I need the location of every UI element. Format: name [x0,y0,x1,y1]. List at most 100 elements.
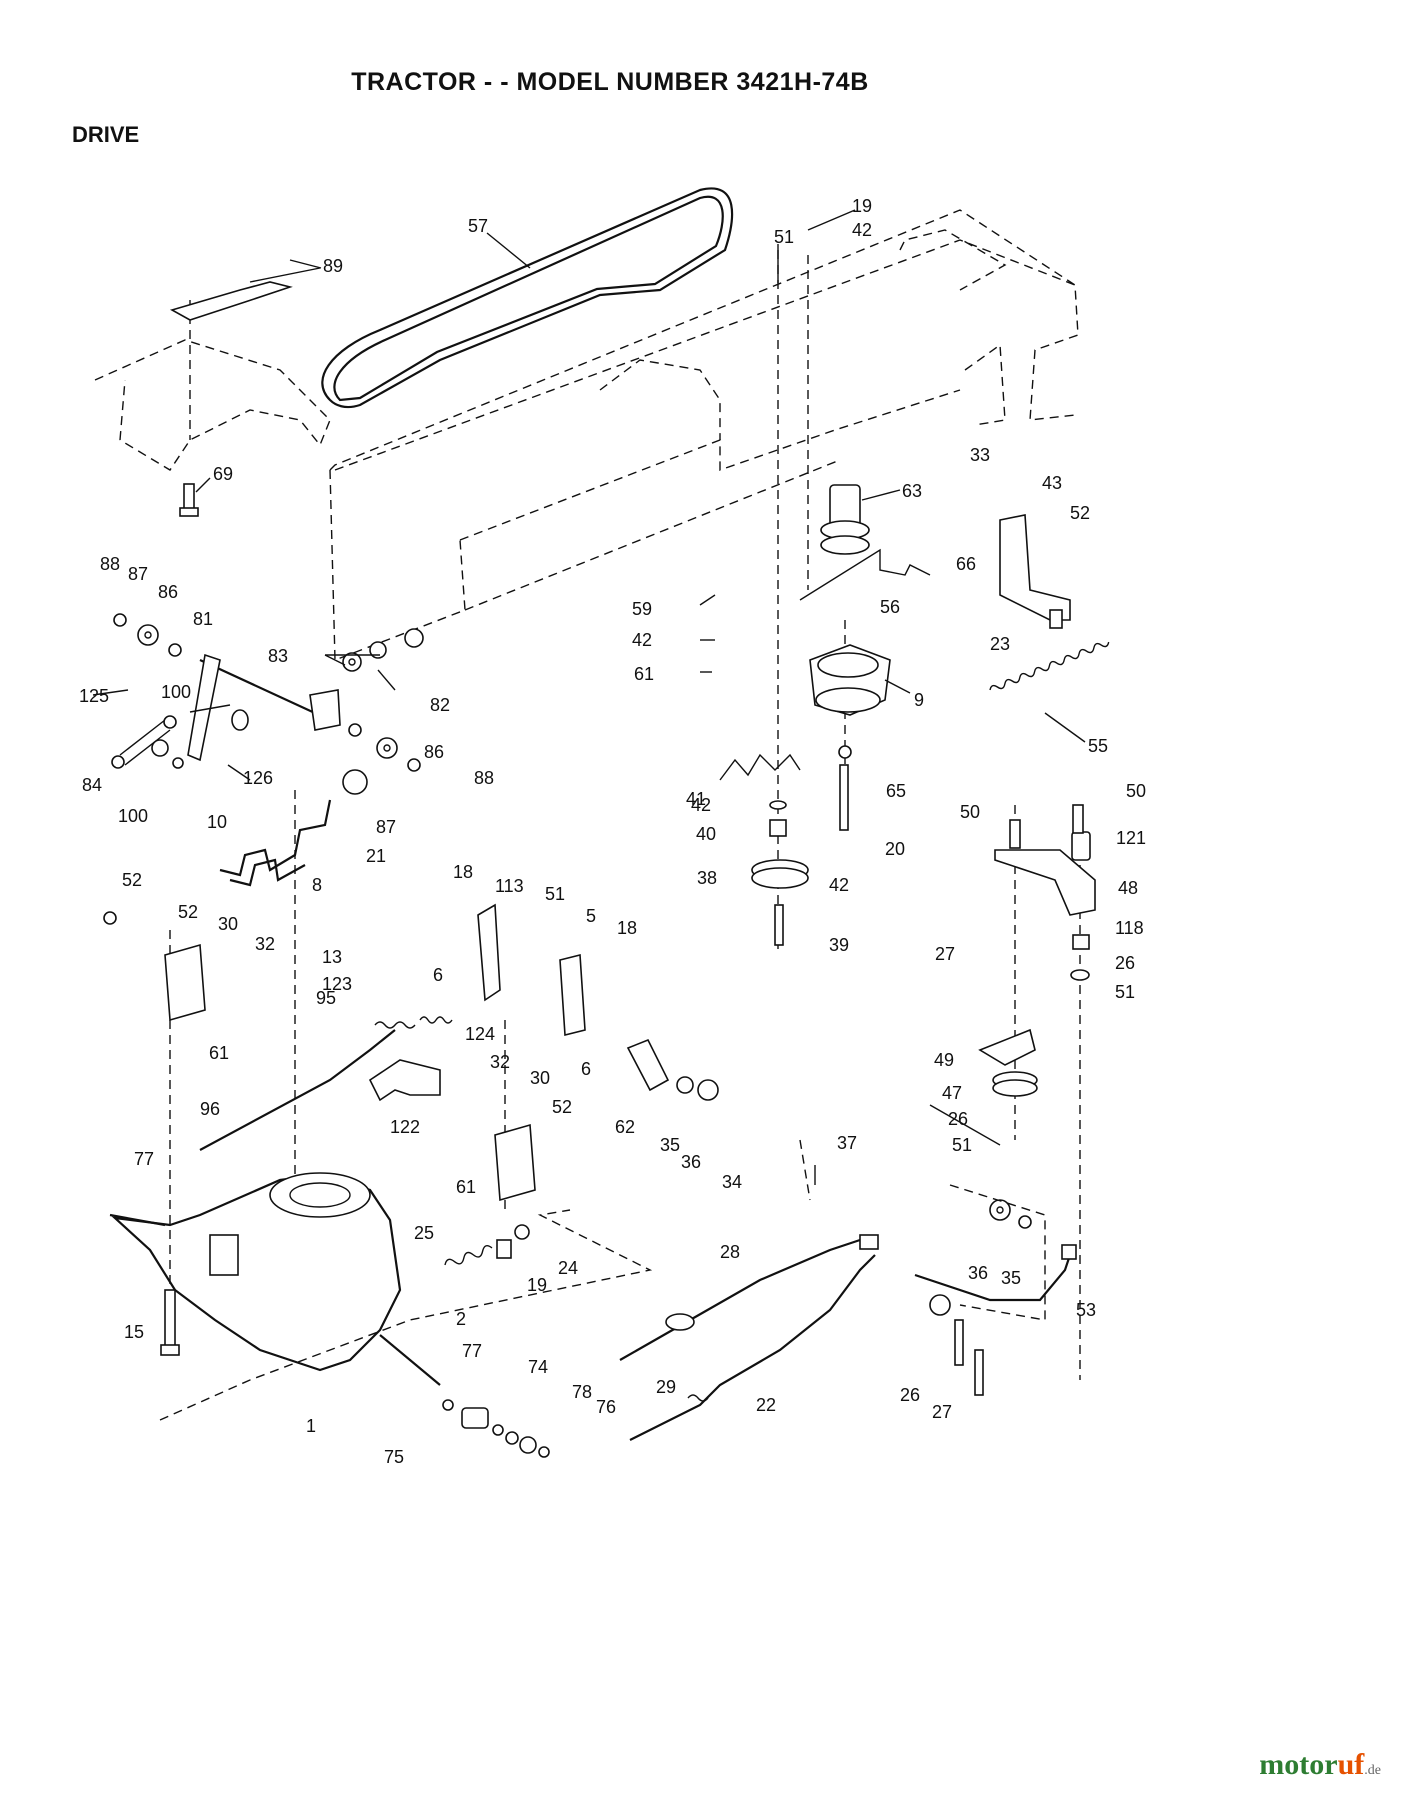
callout: 5 [586,906,596,926]
callout: 42 [852,220,872,240]
callout: 36 [968,1263,988,1283]
callout: 95 [316,988,336,1008]
callout: 74 [528,1357,548,1377]
callout: 75 [384,1447,404,1467]
callout: 84 [82,775,102,795]
callout: 9 [914,690,924,710]
callout: 41 [686,789,706,809]
callout: 100 [161,682,191,702]
callout-labels: 57 89 51 19 42 69 63 33 43 52 66 88 87 8… [79,196,1146,1467]
link-84 [111,715,177,769]
callout: 6 [433,965,443,985]
bracket-23 [999,514,1071,629]
callout: 66 [956,554,976,574]
frame-outline [329,209,1079,662]
callout: 88 [474,768,494,788]
bracket-48 [994,804,1096,981]
callout: 51 [952,1135,972,1155]
rod-53 [914,1184,1077,1396]
callout: 56 [880,597,900,617]
callout: 24 [558,1258,578,1278]
idler-arm-49 [978,1028,1038,1097]
callout: 51 [545,884,565,904]
callout: 125 [79,686,109,706]
callout: 2 [456,1309,466,1329]
callout: 69 [213,464,233,484]
callout: 25 [414,1223,434,1243]
callout: 51 [1115,982,1135,1002]
section-label: DRIVE [72,122,140,147]
callout: 40 [696,824,716,844]
dash-panel-outline [94,300,331,471]
bracket-122 [368,1059,441,1102]
hardware-88-87-86 [113,613,424,772]
callout: 35 [660,1135,680,1155]
pulley-63 [820,484,901,555]
watermark-logo: motoruf.de [1259,1748,1381,1782]
callout: 30 [218,914,238,934]
rod-28 [619,1234,879,1361]
callout: 42 [632,630,652,650]
callout: 27 [932,1402,952,1422]
rod-95 [199,1021,416,1151]
callout: 61 [634,664,654,684]
electric-clutch-9 [809,644,911,716]
bolt-15 [160,1289,180,1356]
callout: 19 [527,1275,547,1295]
callout: 37 [837,1133,857,1153]
callout: 20 [885,839,905,859]
spring-25 [444,1224,530,1266]
callout: 42 [691,795,711,815]
callout: 88 [100,554,120,574]
callout: 65 [886,781,906,801]
callout: 32 [255,934,275,954]
callout: 122 [390,1117,420,1137]
callout: 1 [306,1416,316,1436]
bracket-89 [169,267,321,321]
callout: 53 [1076,1300,1096,1320]
callout: 49 [934,1050,954,1070]
callout: 30 [530,1068,550,1088]
callout: 87 [376,817,396,837]
callout: 26 [1115,953,1135,973]
callout: 28 [720,1242,740,1262]
callout: 52 [1070,503,1090,523]
callout: 15 [124,1322,144,1342]
callout: 18 [617,918,637,938]
bracket-113 [477,903,501,1002]
callout: 50 [1126,781,1146,801]
drive-belt [321,187,734,409]
callout: 118 [1115,918,1144,938]
leader-lines [92,209,1001,1146]
idler-stack-38 [719,745,852,946]
callout: 34 [722,1172,742,1192]
callout: 78 [572,1382,592,1402]
callout: 19 [852,196,872,216]
callout: 86 [424,742,444,762]
watermark-text-1: motor [1259,1748,1338,1781]
callout: 59 [632,599,652,619]
plate-30-left [103,911,206,1022]
callout: 26 [948,1109,968,1129]
lever-assembly-81 [187,653,341,762]
watermark-text-2: uf [1337,1748,1365,1781]
callout: 61 [209,1043,229,1063]
callout: 52 [122,870,142,890]
callout: 57 [468,216,488,236]
callout: 47 [942,1083,962,1103]
callout: 48 [1118,878,1138,898]
callout: 51 [774,227,794,247]
callout: 43 [1042,473,1062,493]
callout: 33 [970,445,990,465]
spring-55 [989,641,1110,743]
plate-30-center [494,1123,536,1202]
callout: 126 [243,768,273,788]
bolt-69 [179,477,211,517]
callout: 121 [1116,828,1146,848]
callout: 42 [829,875,849,895]
callout: 61 [456,1177,476,1197]
callout: 86 [158,582,178,602]
callout: 124 [465,1024,495,1044]
callout: 77 [134,1149,154,1169]
callout: 100 [118,806,148,826]
